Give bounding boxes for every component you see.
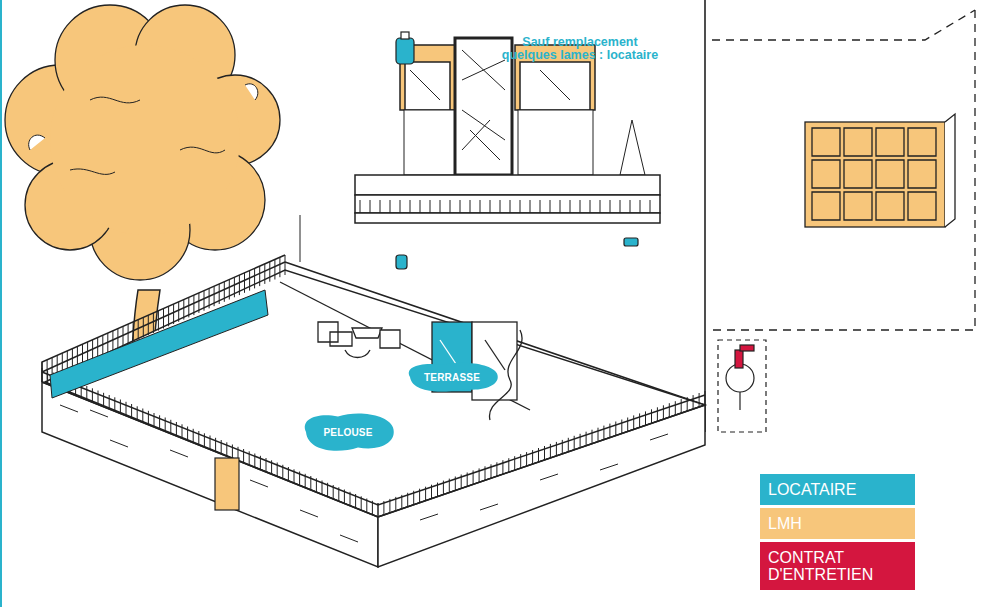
balcony-part [404,110,454,175]
tree-part [5,5,280,280]
garden-part [42,382,378,567]
garden-part [42,372,705,517]
legend-text: CONTRAT D'ENTRETIEN [768,549,907,583]
meter-part [735,350,743,368]
mailbox-area-part [805,122,945,227]
balcony-part [405,62,450,110]
balcony-part [410,70,440,100]
legend-text: LOCATAIRE [768,481,856,498]
building-part [704,0,706,432]
mailbox-area-part [812,128,936,220]
tree-part [29,84,258,150]
railing [42,255,705,517]
lantern-locataire-part [396,38,414,64]
note-label: Sauf remplacement quelques lames : locat… [495,36,665,62]
blob-fill [409,363,498,392]
lantern-locataire-part [401,32,409,39]
terrace-furniture-part [352,328,382,338]
terrace-furniture-part [345,350,370,358]
building-part [300,215,301,262]
balcony-part [620,120,645,175]
terrace-furniture-part [380,330,400,348]
garden-part [280,282,530,410]
hedge-locataire-part [50,290,268,398]
balcony-part [518,110,593,175]
hedge-locataire-part [215,458,239,510]
balcony-part [355,175,660,195]
meter [718,340,766,432]
mailbox-area-part [712,10,975,330]
lantern-locataire-part [624,238,638,246]
balcony [355,38,660,223]
meter-part [739,392,740,410]
garden [42,255,705,567]
balcony-part [355,213,660,223]
garden-part [378,405,705,567]
terrace-furniture-part [485,340,505,370]
terrace-furniture-part [318,322,352,346]
terrace-furniture [318,322,522,420]
mailbox-area-part [945,114,955,227]
area-label: PELOUSE [323,427,372,438]
lawn-blob: TERRASSE [402,360,502,394]
left-border-part [0,0,2,607]
balcony-part [540,70,570,100]
left-border [1,0,2,607]
balcony-part [462,50,505,160]
meter-part [740,345,754,351]
tree-part [50,45,240,235]
tree-part [70,97,225,174]
legend-text: LMH [768,515,802,532]
lawn-blob: PELOUSE [298,410,398,454]
area-label: TERRASSE [424,372,480,383]
mailbox-area [712,10,975,330]
blob-fill [305,414,394,451]
railing-part [42,255,705,517]
balcony-part [355,195,660,213]
hedge-locataire [50,290,268,510]
legend-swatch: LMH [760,508,915,539]
legend-swatch: CONTRAT D'ENTRETIEN [760,542,915,590]
lantern-locataire-part [396,255,407,269]
legend-swatch: LOCATAIRE [760,474,915,505]
balcony-part [520,62,590,110]
meter-part [718,340,766,432]
balcony-part [360,200,650,213]
